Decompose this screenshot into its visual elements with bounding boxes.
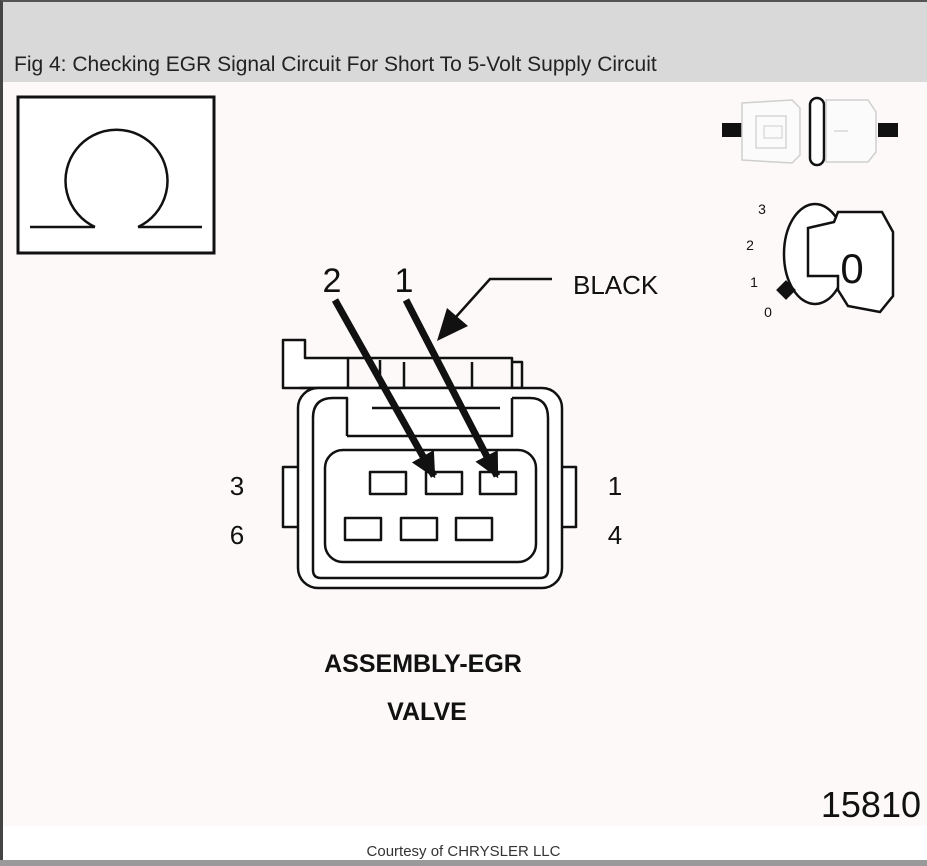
ignition-key-label: 0 [840,245,863,292]
bottom-scroll-edge [0,860,927,866]
ignition-position-0: 0 [764,304,772,320]
pin-label-6: 6 [230,520,244,550]
probe-label-1: 1 [395,262,414,300]
pin-label-3: 3 [230,471,244,501]
figure-number: 15810 [821,784,921,825]
probe-label-2: 2 [323,262,342,300]
ignition-position-2: 2 [746,237,754,253]
pin-label-1: 1 [608,471,622,501]
caption-bar [3,2,927,82]
component-name-line1: ASSEMBLY-EGR [324,650,522,678]
probe-arrow-1 [402,298,501,479]
pin-label-4: 4 [608,520,622,550]
ohmmeter-omega-icon [16,95,216,255]
component-name-line2: VALVE [387,698,467,726]
egr-connector [281,338,578,590]
credit-line: Courtesy of CHRYSLER LLC [366,843,561,860]
probe-arrows [331,298,501,479]
ignition-position-1: 1 [750,274,758,290]
color-label: BLACK [573,270,659,300]
disconnected-connector-icon [722,96,898,167]
ignition-key-icon: 3 2 1 0 0 [746,201,895,320]
figure-caption: Fig 4: Checking EGR Signal Circuit For S… [14,53,657,76]
ignition-position-3: 3 [758,201,766,217]
black-leader-line [437,277,552,341]
probe-arrow-2 [331,298,438,479]
